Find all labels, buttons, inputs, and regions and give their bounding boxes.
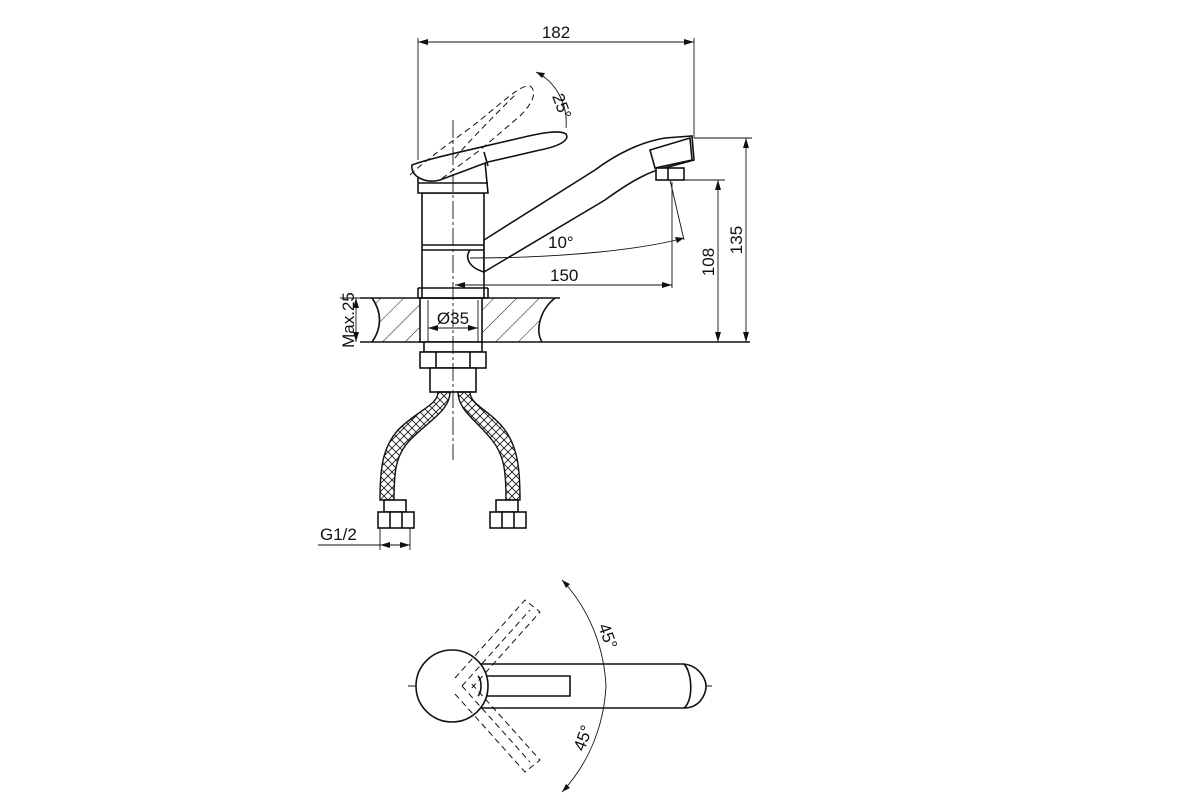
spout-top: [454, 663, 707, 709]
countertop-section: [360, 297, 750, 343]
label-45-lower: 45°: [570, 723, 597, 754]
label-45-upper: 45°: [594, 621, 621, 652]
lever-raised-position: [409, 85, 535, 181]
dimension-spout-height: 108: [680, 179, 725, 342]
label-150: 150: [550, 266, 578, 285]
dimension-spout-reach: 150: [455, 182, 673, 288]
dimension-connection-thread: G1/2: [318, 525, 411, 550]
dimension-max-thickness: Max.25: [339, 292, 372, 348]
label-g12: G1/2: [320, 525, 357, 544]
label-d35: Ø35: [437, 309, 469, 328]
dimension-overall-width: 182: [417, 23, 695, 160]
dimension-base-diameter: Ø35: [427, 300, 479, 342]
label-10deg: 10°: [548, 233, 574, 252]
mounting-assembly: [377, 341, 527, 529]
dimension-lever-angle: 25°: [535, 71, 575, 129]
label-135: 135: [727, 226, 746, 254]
spout: [466, 135, 695, 274]
label-max25: Max.25: [339, 292, 358, 348]
lever-rotation-positions: [454, 599, 541, 773]
label-25deg: 25°: [548, 91, 575, 122]
dimension-spout-angle: 10°: [469, 179, 685, 259]
body-top: [415, 649, 489, 723]
side-view: 182 25° 10° 150 108: [318, 23, 752, 550]
label-108: 108: [699, 248, 718, 276]
label-182: 182: [542, 23, 570, 42]
top-view: 45° 45°: [408, 579, 712, 793]
dimension-total-height: 135: [694, 137, 752, 342]
lever-handle: [411, 131, 568, 182]
